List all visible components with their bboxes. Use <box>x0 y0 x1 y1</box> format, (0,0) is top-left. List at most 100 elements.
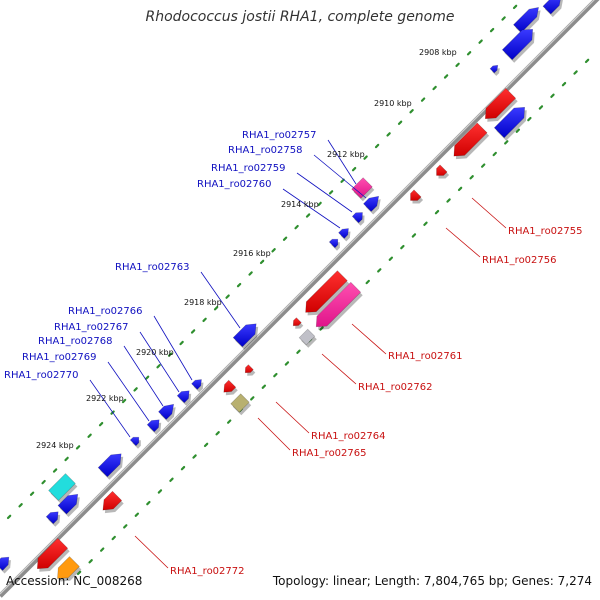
forward-gene <box>501 28 535 63</box>
forward-gene-ro02757 <box>351 177 375 202</box>
label-leader-lines <box>89 139 507 569</box>
gene-label-reverse[interactable]: RHA1_ro02764 <box>311 431 386 442</box>
tick-dot <box>538 105 544 110</box>
tick-dot <box>99 547 105 552</box>
tick-dot <box>18 503 23 508</box>
gene-label-forward[interactable]: RHA1_ro02763 <box>115 262 190 273</box>
tick-dot <box>515 128 521 133</box>
leader-line <box>257 417 291 451</box>
forward-gene-ro02760 <box>338 228 351 242</box>
forward-gene-ro02763 <box>232 323 259 350</box>
reverse-gene <box>484 87 518 122</box>
tick-dot <box>123 524 128 529</box>
leader-line <box>153 315 193 381</box>
forward-gene <box>57 493 80 517</box>
forward-gene <box>0 556 11 574</box>
gene-labels: RHA1_ro02757RHA1_ro02758RHA1_ro02759RHA1… <box>4 130 583 577</box>
tick-dot <box>87 433 92 438</box>
reverse-gene-ro02765 <box>230 393 252 416</box>
tick-dot <box>400 244 405 250</box>
tick-dot <box>296 349 301 355</box>
leader-line <box>282 188 341 229</box>
gene-label-forward[interactable]: RHA1_ro02766 <box>68 306 143 317</box>
gene-label-forward[interactable]: RHA1_ro02770 <box>4 370 79 381</box>
tick-dot <box>328 190 334 195</box>
forward-gene <box>97 453 124 480</box>
tick-dot <box>501 16 506 21</box>
reverse-gene-ro02762 <box>298 328 317 348</box>
tick-dot <box>250 396 255 401</box>
tick-dot <box>409 109 414 114</box>
tick-dot <box>203 442 209 448</box>
tick-dot <box>88 559 93 564</box>
tick-dot <box>478 39 483 44</box>
leader-line <box>275 401 310 434</box>
tick-dot <box>259 259 265 265</box>
gene-label-reverse[interactable]: RHA1_ro02761 <box>388 351 463 362</box>
gene-label-reverse[interactable]: RHA1_ro02755 <box>508 226 583 237</box>
forward-gene <box>45 511 61 527</box>
tick-dot <box>584 58 590 64</box>
gene-label-forward[interactable]: RHA1_ro02757 <box>242 130 317 141</box>
forward-gene-ro02758 <box>363 195 381 215</box>
gene-label-forward[interactable]: RHA1_ro02758 <box>228 145 303 156</box>
gene-label-forward[interactable]: RHA1_ro02768 <box>38 336 113 347</box>
tick-dot <box>271 248 276 253</box>
tick-dot <box>397 120 403 126</box>
leader-line <box>313 154 367 199</box>
reverse-gene <box>244 364 256 376</box>
gene-label-forward[interactable]: RHA1_ro02767 <box>54 322 129 333</box>
leader-line <box>321 353 357 385</box>
tick-dot <box>446 198 451 203</box>
tick-dot <box>6 514 12 520</box>
tick-dot <box>305 213 311 218</box>
forward-gene-ro02759 <box>351 212 365 226</box>
reverse-gene-ro02755 <box>410 189 424 204</box>
tick-dot <box>363 155 368 160</box>
forward-gene-ro02767 <box>176 390 192 406</box>
reverse-gene <box>436 164 450 179</box>
gene-label-forward[interactable]: RHA1_ro02760 <box>197 179 272 190</box>
map-title: Rhodococcus jostii RHA1, complete genome <box>145 9 455 25</box>
gene-label-reverse[interactable]: RHA1_ro02765 <box>292 448 367 459</box>
tick-dot <box>466 51 472 56</box>
reverse-gene-ro02756 <box>305 270 350 316</box>
tick-dot <box>169 477 174 483</box>
tick-dot <box>455 62 460 68</box>
reverse-gene <box>292 317 304 329</box>
tick-label: 2916 kbp <box>233 249 271 258</box>
gene-label-reverse[interactable]: RHA1_ro02762 <box>358 382 433 393</box>
forward-gene <box>489 64 500 76</box>
tick-dot <box>179 340 184 346</box>
tick-dot <box>319 326 324 331</box>
tick-dot <box>492 151 497 157</box>
gene-label-reverse[interactable]: RHA1_ro02772 <box>170 566 245 577</box>
tick-dot <box>180 465 186 471</box>
tick-dot <box>377 268 382 273</box>
accession-text: Accession: NC_008268 <box>6 574 143 588</box>
gene-label-reverse[interactable]: RHA1_ro02756 <box>482 255 557 266</box>
reverse-gene <box>57 556 82 582</box>
leader-line <box>327 139 357 185</box>
tick-dot <box>134 512 140 517</box>
tick-dot <box>167 352 173 357</box>
reverse-gene <box>36 537 70 572</box>
tick-dot <box>457 186 463 192</box>
tick-dot <box>213 306 219 311</box>
forward-gene <box>513 7 541 36</box>
gene-label-forward[interactable]: RHA1_ro02769 <box>22 352 97 363</box>
tick-dot <box>64 456 69 462</box>
tick-label: 2924 kbp <box>36 441 74 450</box>
leader-line <box>445 227 481 258</box>
forward-gene-ro02769 <box>146 419 162 435</box>
tick-dot <box>248 271 253 276</box>
tick-dot <box>294 224 299 230</box>
gene-label-forward[interactable]: RHA1_ro02759 <box>211 163 286 174</box>
genome-summary-text: Topology: linear; Length: 7,804,765 bp; … <box>272 574 592 588</box>
tick-dot <box>561 81 567 87</box>
leader-line <box>296 172 353 213</box>
